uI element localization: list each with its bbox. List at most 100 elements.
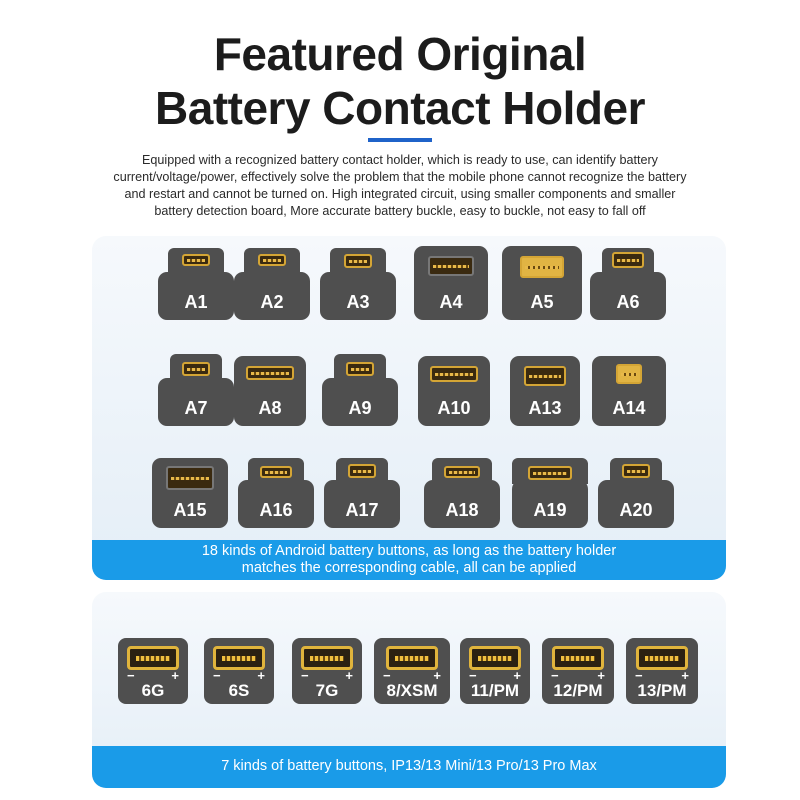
connector-icon bbox=[166, 466, 214, 490]
connector-icon bbox=[520, 256, 564, 278]
connector-icon bbox=[246, 366, 294, 380]
holder-chip-8-xsm: − + 8/XSM bbox=[374, 638, 450, 704]
holder-label: A20 bbox=[619, 500, 653, 520]
battery-connector-icon bbox=[469, 646, 521, 670]
connector-icon bbox=[444, 466, 480, 478]
holder-label: A14 bbox=[612, 398, 646, 418]
holder-chip-a8: A8 bbox=[234, 356, 306, 426]
connector-icon bbox=[348, 464, 376, 478]
page-title-line-1: Featured Original bbox=[213, 28, 587, 80]
connector-icon bbox=[428, 256, 474, 276]
holder-label: 6G bbox=[141, 681, 165, 700]
holder-chip-a14: A14 bbox=[592, 356, 666, 426]
title-underline bbox=[368, 138, 432, 142]
battery-connector-icon bbox=[636, 646, 688, 670]
plus-sign: + bbox=[513, 668, 521, 683]
holder-label: A8 bbox=[258, 398, 282, 418]
holder-label: A4 bbox=[439, 292, 463, 312]
minus-sign: − bbox=[213, 668, 221, 683]
android-caption-banner: 18 kinds of Android battery buttons, as … bbox=[92, 540, 726, 580]
plus-sign: + bbox=[681, 668, 689, 683]
minus-sign: − bbox=[469, 668, 477, 683]
holder-label: A15 bbox=[173, 500, 207, 520]
holder-label: A2 bbox=[260, 292, 284, 312]
battery-connector-icon bbox=[301, 646, 353, 670]
holder-label: A18 bbox=[445, 500, 479, 520]
page-title-line-2: Battery Contact Holder bbox=[155, 82, 645, 134]
holder-chip-a4: A4 bbox=[414, 246, 488, 320]
connector-icon bbox=[182, 362, 210, 376]
holder-chip-a5: A5 bbox=[502, 246, 582, 320]
connector-icon bbox=[182, 254, 210, 266]
description-line: and restart and cannot be turned on. Hig… bbox=[124, 187, 676, 201]
connector-icon bbox=[622, 464, 650, 478]
connector-icon bbox=[346, 362, 374, 376]
holder-label: A19 bbox=[533, 500, 567, 520]
holder-label: 13/PM bbox=[637, 681, 687, 700]
connector-icon bbox=[430, 366, 478, 382]
holder-label: A16 bbox=[259, 500, 293, 520]
plus-sign: + bbox=[597, 668, 605, 683]
connector-icon bbox=[260, 466, 292, 478]
minus-sign: − bbox=[635, 668, 643, 683]
holder-chip-11-pm: − + 11/PM bbox=[460, 638, 530, 704]
android-caption-line: 18 kinds of Android battery buttons, as … bbox=[201, 543, 617, 559]
holder-chip-a10: A10 bbox=[418, 356, 490, 426]
holder-chip-a1: A1 bbox=[158, 248, 234, 320]
holder-chip-12-pm: − + 12/PM bbox=[542, 638, 614, 704]
connector-icon bbox=[612, 252, 644, 268]
plus-sign: + bbox=[345, 668, 353, 683]
holder-chip-a20: A20 bbox=[598, 458, 674, 528]
holder-label: 8/XSM bbox=[386, 681, 438, 700]
battery-connector-icon bbox=[386, 646, 438, 670]
iphone-holders-panel: − + 6G − + 6S − + 7G − + 8/XSM − + 11 bbox=[92, 592, 726, 788]
android-holders-panel: A1 A2 A3 A4 A5 A6 A7 A8 A9 A10 bbox=[92, 236, 726, 580]
android-caption-line: matches the corresponding cable, all can… bbox=[241, 560, 577, 576]
connector-icon bbox=[258, 254, 286, 266]
holder-chip-a19: A19 bbox=[512, 458, 588, 528]
holder-chip-13-pm: − + 13/PM bbox=[626, 638, 698, 704]
description: Equipped with a recognized battery conta… bbox=[80, 152, 720, 220]
plus-sign: + bbox=[257, 668, 265, 683]
holder-label: A17 bbox=[345, 500, 379, 520]
minus-sign: − bbox=[127, 668, 135, 683]
minus-sign: − bbox=[551, 668, 559, 683]
holder-chip-a13: A13 bbox=[510, 356, 580, 426]
holder-label: A7 bbox=[184, 398, 208, 418]
plus-sign: + bbox=[171, 668, 179, 683]
iphone-caption-line: 7 kinds of battery buttons, IP13/13 Mini… bbox=[221, 758, 597, 774]
plus-sign: + bbox=[433, 668, 441, 683]
battery-connector-icon bbox=[213, 646, 265, 670]
connector-icon bbox=[524, 366, 566, 386]
holder-label: 6S bbox=[228, 681, 250, 700]
holder-chip-a3: A3 bbox=[320, 248, 396, 320]
holder-label: 7G bbox=[315, 681, 339, 700]
description-line: battery detection board, More accurate b… bbox=[154, 204, 646, 218]
holder-label: A5 bbox=[530, 292, 554, 312]
minus-sign: − bbox=[301, 668, 309, 683]
description-line: Equipped with a recognized battery conta… bbox=[142, 153, 658, 167]
holder-chip-a15: A15 bbox=[152, 458, 228, 528]
holder-chip-a18: A18 bbox=[424, 458, 500, 528]
connector-icon bbox=[616, 364, 642, 384]
description-line: current/voltage/power, effectively solve… bbox=[113, 170, 687, 184]
iphone-caption-banner: 7 kinds of battery buttons, IP13/13 Mini… bbox=[92, 746, 726, 788]
battery-connector-icon bbox=[127, 646, 179, 670]
holder-chip-a7: A7 bbox=[158, 354, 234, 426]
holder-chip-6s: − + 6S bbox=[204, 638, 274, 704]
holder-chip-a2: A2 bbox=[234, 248, 310, 320]
holder-label: A3 bbox=[346, 292, 370, 312]
holder-label: A6 bbox=[616, 292, 640, 312]
holder-chip-a9: A9 bbox=[322, 354, 398, 426]
holder-label: A10 bbox=[437, 398, 471, 418]
holder-chip-7g: − + 7G bbox=[292, 638, 362, 704]
holder-label: A9 bbox=[348, 398, 372, 418]
battery-connector-icon bbox=[552, 646, 604, 670]
holder-chip-6g: − + 6G bbox=[118, 638, 188, 704]
holder-chip-a6: A6 bbox=[590, 248, 666, 320]
connector-icon bbox=[528, 466, 572, 480]
minus-sign: − bbox=[383, 668, 391, 683]
connector-icon bbox=[344, 254, 372, 268]
holder-chip-a16: A16 bbox=[238, 458, 314, 528]
holder-label: 11/PM bbox=[470, 681, 520, 700]
